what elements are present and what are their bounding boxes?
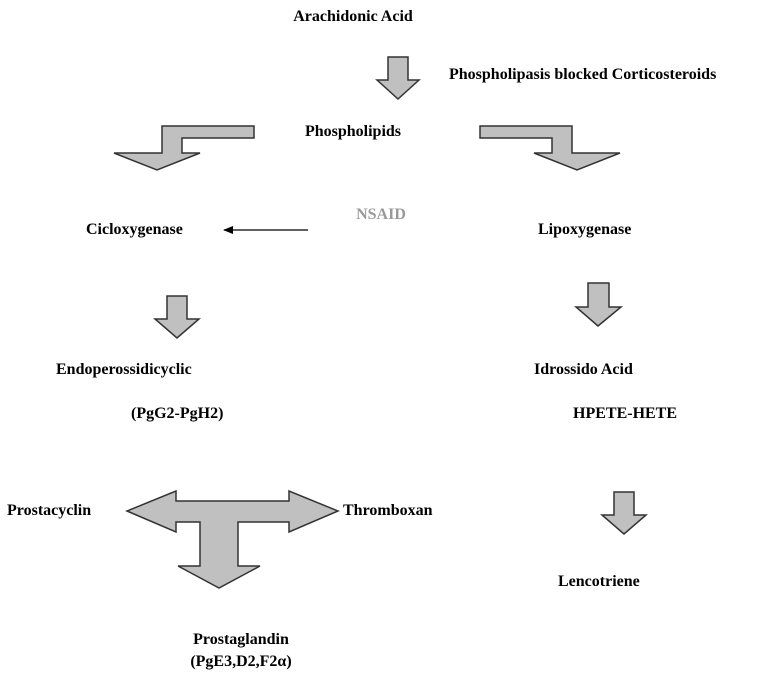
prostaglandin-types-label: (PgE3,D2,F2α) — [190, 653, 292, 670]
nsaid-label: NSAID — [356, 206, 406, 223]
lipoxygenase-label: Lipoxygenase — [538, 221, 632, 238]
thromboxan-label: Thromboxan — [343, 502, 433, 519]
hpete-hete-label: HPETE-HETE — [573, 405, 678, 422]
prostaglandin-label: Prostaglandin — [193, 631, 289, 648]
idrossido-acid-label: Idrossido Acid — [534, 361, 633, 378]
bent-arrow-right — [479, 125, 621, 171]
down-arrow-hpete — [599, 491, 649, 535]
arachidonic-acid-label: Arachidonic Acid — [293, 8, 413, 25]
lencotriene-label: Lencotriene — [558, 573, 640, 590]
down-arrow-arachidonic — [375, 56, 421, 101]
endoperossidicyclic-label: Endoperossidicyclic — [56, 361, 192, 378]
pg-g2-h2-label: (PgG2-PgH2) — [131, 405, 224, 422]
cicloxygenase-label: Cicloxygenase — [86, 221, 183, 238]
phospholipasis-note-label: Phospholipasis blocked Corticosteroids — [449, 66, 717, 83]
phospholipids-label: Phospholipids — [304, 123, 402, 140]
t-arrow-prostanoids — [125, 489, 340, 589]
prostacyclin-label: Prostacyclin — [7, 502, 92, 519]
down-arrow-cicloxygenase — [152, 295, 202, 339]
down-arrow-lipoxygenase — [573, 282, 624, 327]
bent-arrow-left — [113, 125, 255, 171]
